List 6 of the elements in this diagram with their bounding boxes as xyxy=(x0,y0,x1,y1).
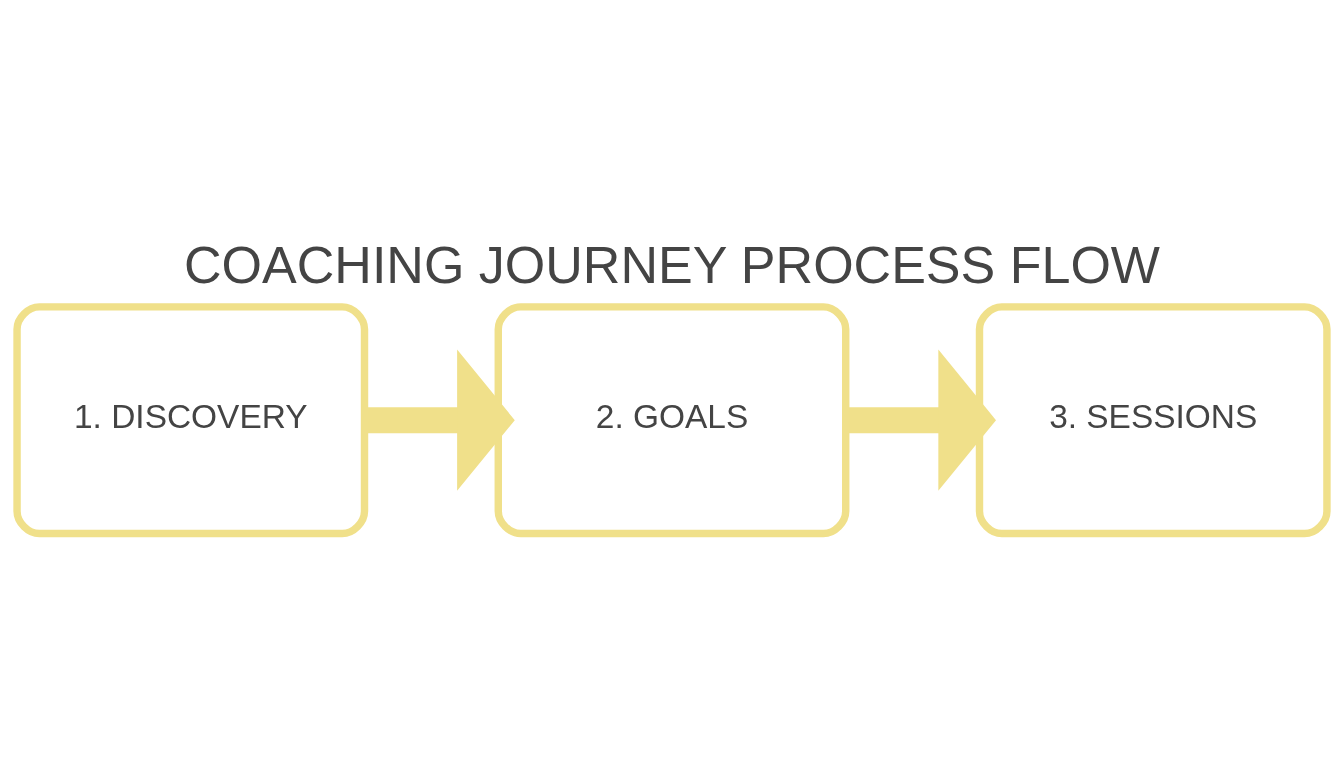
arrow xyxy=(365,349,515,491)
arrow xyxy=(846,349,996,491)
node-box: 1. DISCOVERY xyxy=(13,303,369,538)
diagram-title: COACHING JOURNEY PROCESS FLOW xyxy=(184,236,1160,295)
node-box: 2. GOALS xyxy=(494,303,850,538)
node-box: 3. SESSIONS xyxy=(975,303,1331,538)
